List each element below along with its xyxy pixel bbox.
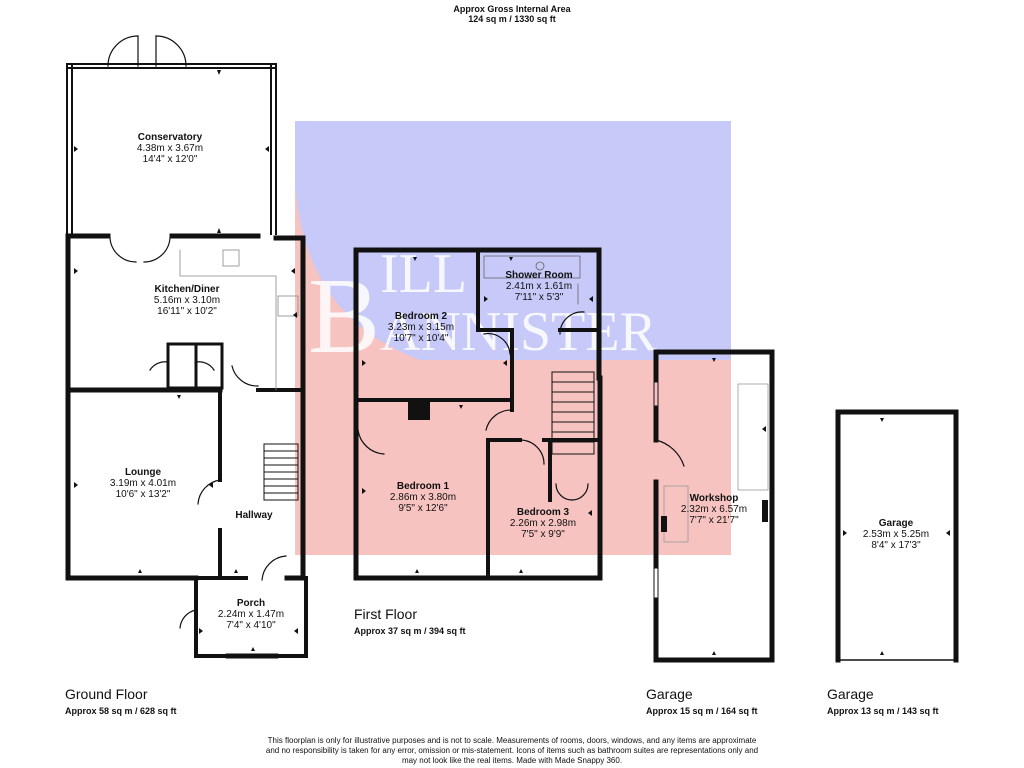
garage-title: Garage <box>827 686 874 702</box>
kitchen-worktop <box>179 249 299 391</box>
room-label-lounge: Lounge 3.19m x 4.01m 10'6" x 13'2" <box>110 467 176 500</box>
first-floor-title: First Floor <box>354 606 417 622</box>
ground-floor-inner-walls <box>66 234 305 580</box>
ground-floor-title: Ground Floor <box>65 686 148 702</box>
room-label-conservatory: Conservatory 4.38m x 3.67m 14'4" x 12'0" <box>137 132 203 165</box>
room-name: Bedroom 3 <box>516 507 570 518</box>
room-imperial-size: 16'11" x 10'2" <box>157 306 217 317</box>
watermark-letter-b: B <box>308 257 380 376</box>
total-area-title: Approx Gross Internal Area <box>453 4 571 14</box>
room-metric-size: 2.24m x 1.47m <box>217 609 285 620</box>
hallway-stairs <box>263 443 299 501</box>
garage-area: Approx 13 sq m / 143 sq ft <box>827 706 939 716</box>
room-name: Hallway <box>235 510 273 521</box>
room-name: Garage <box>878 518 914 529</box>
room-label-shower-room: Shower Room 2.41m x 1.61m 7'11" x 5'3" <box>505 270 572 303</box>
room-label-workshop: Workshop 2.32m x 6.57m 7'7" x 21'7" <box>681 493 747 526</box>
first-floor-doors <box>357 311 589 501</box>
room-name: Lounge <box>124 467 162 478</box>
garage-walls <box>835 409 959 663</box>
workshop-fittings <box>663 383 769 543</box>
ground-floor-windows <box>111 233 279 659</box>
chimney-breast <box>408 398 430 420</box>
room-name: Workshop <box>689 493 739 504</box>
room-metric-size: 4.38m x 3.67m <box>136 143 204 154</box>
first-floor-area: Approx 37 sq m / 394 sq ft <box>354 626 466 636</box>
room-metric-size: 2.41m x 1.61m <box>505 281 573 292</box>
disclaimer-line: This floorplan is only for illustrative … <box>267 736 757 745</box>
room-label-bedroom-2: Bedroom 2 3.23m x 3.15m 10'7" x 10'4" <box>388 311 454 344</box>
room-imperial-size: 10'7" x 10'4" <box>393 333 449 344</box>
workshop-fixture-right <box>762 500 768 522</box>
room-imperial-size: 8'4" x 17'3" <box>871 540 921 551</box>
garage-workshop-area: Approx 15 sq m / 164 sq ft <box>646 706 758 716</box>
room-name: Kitchen/Diner <box>154 284 220 295</box>
porch-walls <box>194 576 308 658</box>
room-imperial-size: 9'5" x 12'6" <box>398 503 448 514</box>
room-imperial-size: 10'6" x 13'2" <box>115 489 171 500</box>
workshop-door <box>655 439 685 467</box>
room-imperial-size: 7'5" x 9'9" <box>521 529 565 540</box>
watermark-logo: B ILL ANNISTER <box>295 121 731 555</box>
room-imperial-size: 7'4" x 4'10" <box>226 620 276 631</box>
room-label-hallway: Hallway <box>235 510 272 521</box>
room-imperial-size: 7'11" x 5'3" <box>514 292 564 303</box>
room-name: Bedroom 1 <box>396 481 450 492</box>
room-metric-size: 2.53m x 5.25m <box>862 529 930 540</box>
ground-floor-area: Approx 58 sq m / 628 sq ft <box>65 706 177 716</box>
room-name: Porch <box>236 598 266 609</box>
room-label-kitchen: Kitchen/Diner 5.16m x 3.10m 16'11" x 10'… <box>154 284 220 317</box>
ground-floor-doors <box>109 237 287 629</box>
room-metric-size: 3.19m x 4.01m <box>109 478 177 489</box>
workshop-walls <box>653 349 775 663</box>
room-label-bedroom-1: Bedroom 1 2.86m x 3.80m 9'5" x 12'6" <box>390 481 456 514</box>
workshop-windows <box>653 379 659 601</box>
watermark-red-swoosh <box>295 180 731 412</box>
room-metric-size: 2.32m x 6.57m <box>680 504 748 515</box>
kitchen-cupboards <box>166 342 224 390</box>
shower-room-fittings <box>483 255 581 305</box>
disclaimer-line: and no responsibility is taken for any e… <box>265 746 759 755</box>
landing-stairs <box>551 371 595 455</box>
first-floor-outer-walls <box>353 247 603 581</box>
watermark-word-annister: ANNISTER <box>380 301 658 363</box>
room-name: Conservatory <box>137 132 203 143</box>
room-metric-size: 2.26m x 2.98m <box>509 518 577 529</box>
conservatory-walls <box>66 63 277 235</box>
room-metric-size: 3.23m x 3.15m <box>387 322 455 333</box>
room-label-porch: Porch 2.24m x 1.47m 7'4" x 4'10" <box>218 598 284 631</box>
room-imperial-size: 14'4" x 12'0" <box>142 154 198 165</box>
room-label-bedroom-3: Bedroom 3 2.26m x 2.98m 7'5" x 9'9" <box>510 507 576 540</box>
room-metric-size: 5.16m x 3.10m <box>153 295 221 306</box>
room-imperial-size: 7'7" x 21'7" <box>689 515 739 526</box>
room-metric-size: 2.86m x 3.80m <box>389 492 457 503</box>
workshop-fixture <box>661 516 667 532</box>
disclaimer-line: may not look like the real items. Made w… <box>401 756 623 765</box>
window-arrows <box>74 70 950 655</box>
conservatory-french-doors <box>107 35 187 67</box>
room-name: Bedroom 2 <box>394 311 448 322</box>
first-floor-windows <box>393 247 579 581</box>
disclaimer: This floorplan is only for illustrative … <box>232 736 792 766</box>
watermark-word-ill: ILL <box>380 243 467 305</box>
garage-workshop-title: Garage <box>646 686 693 702</box>
room-label-garage: Garage 2.53m x 5.25m 8'4" x 17'3" <box>863 518 929 551</box>
room-name: Shower Room <box>505 270 573 281</box>
total-area-value: 124 sq m / 1330 sq ft <box>468 14 556 24</box>
